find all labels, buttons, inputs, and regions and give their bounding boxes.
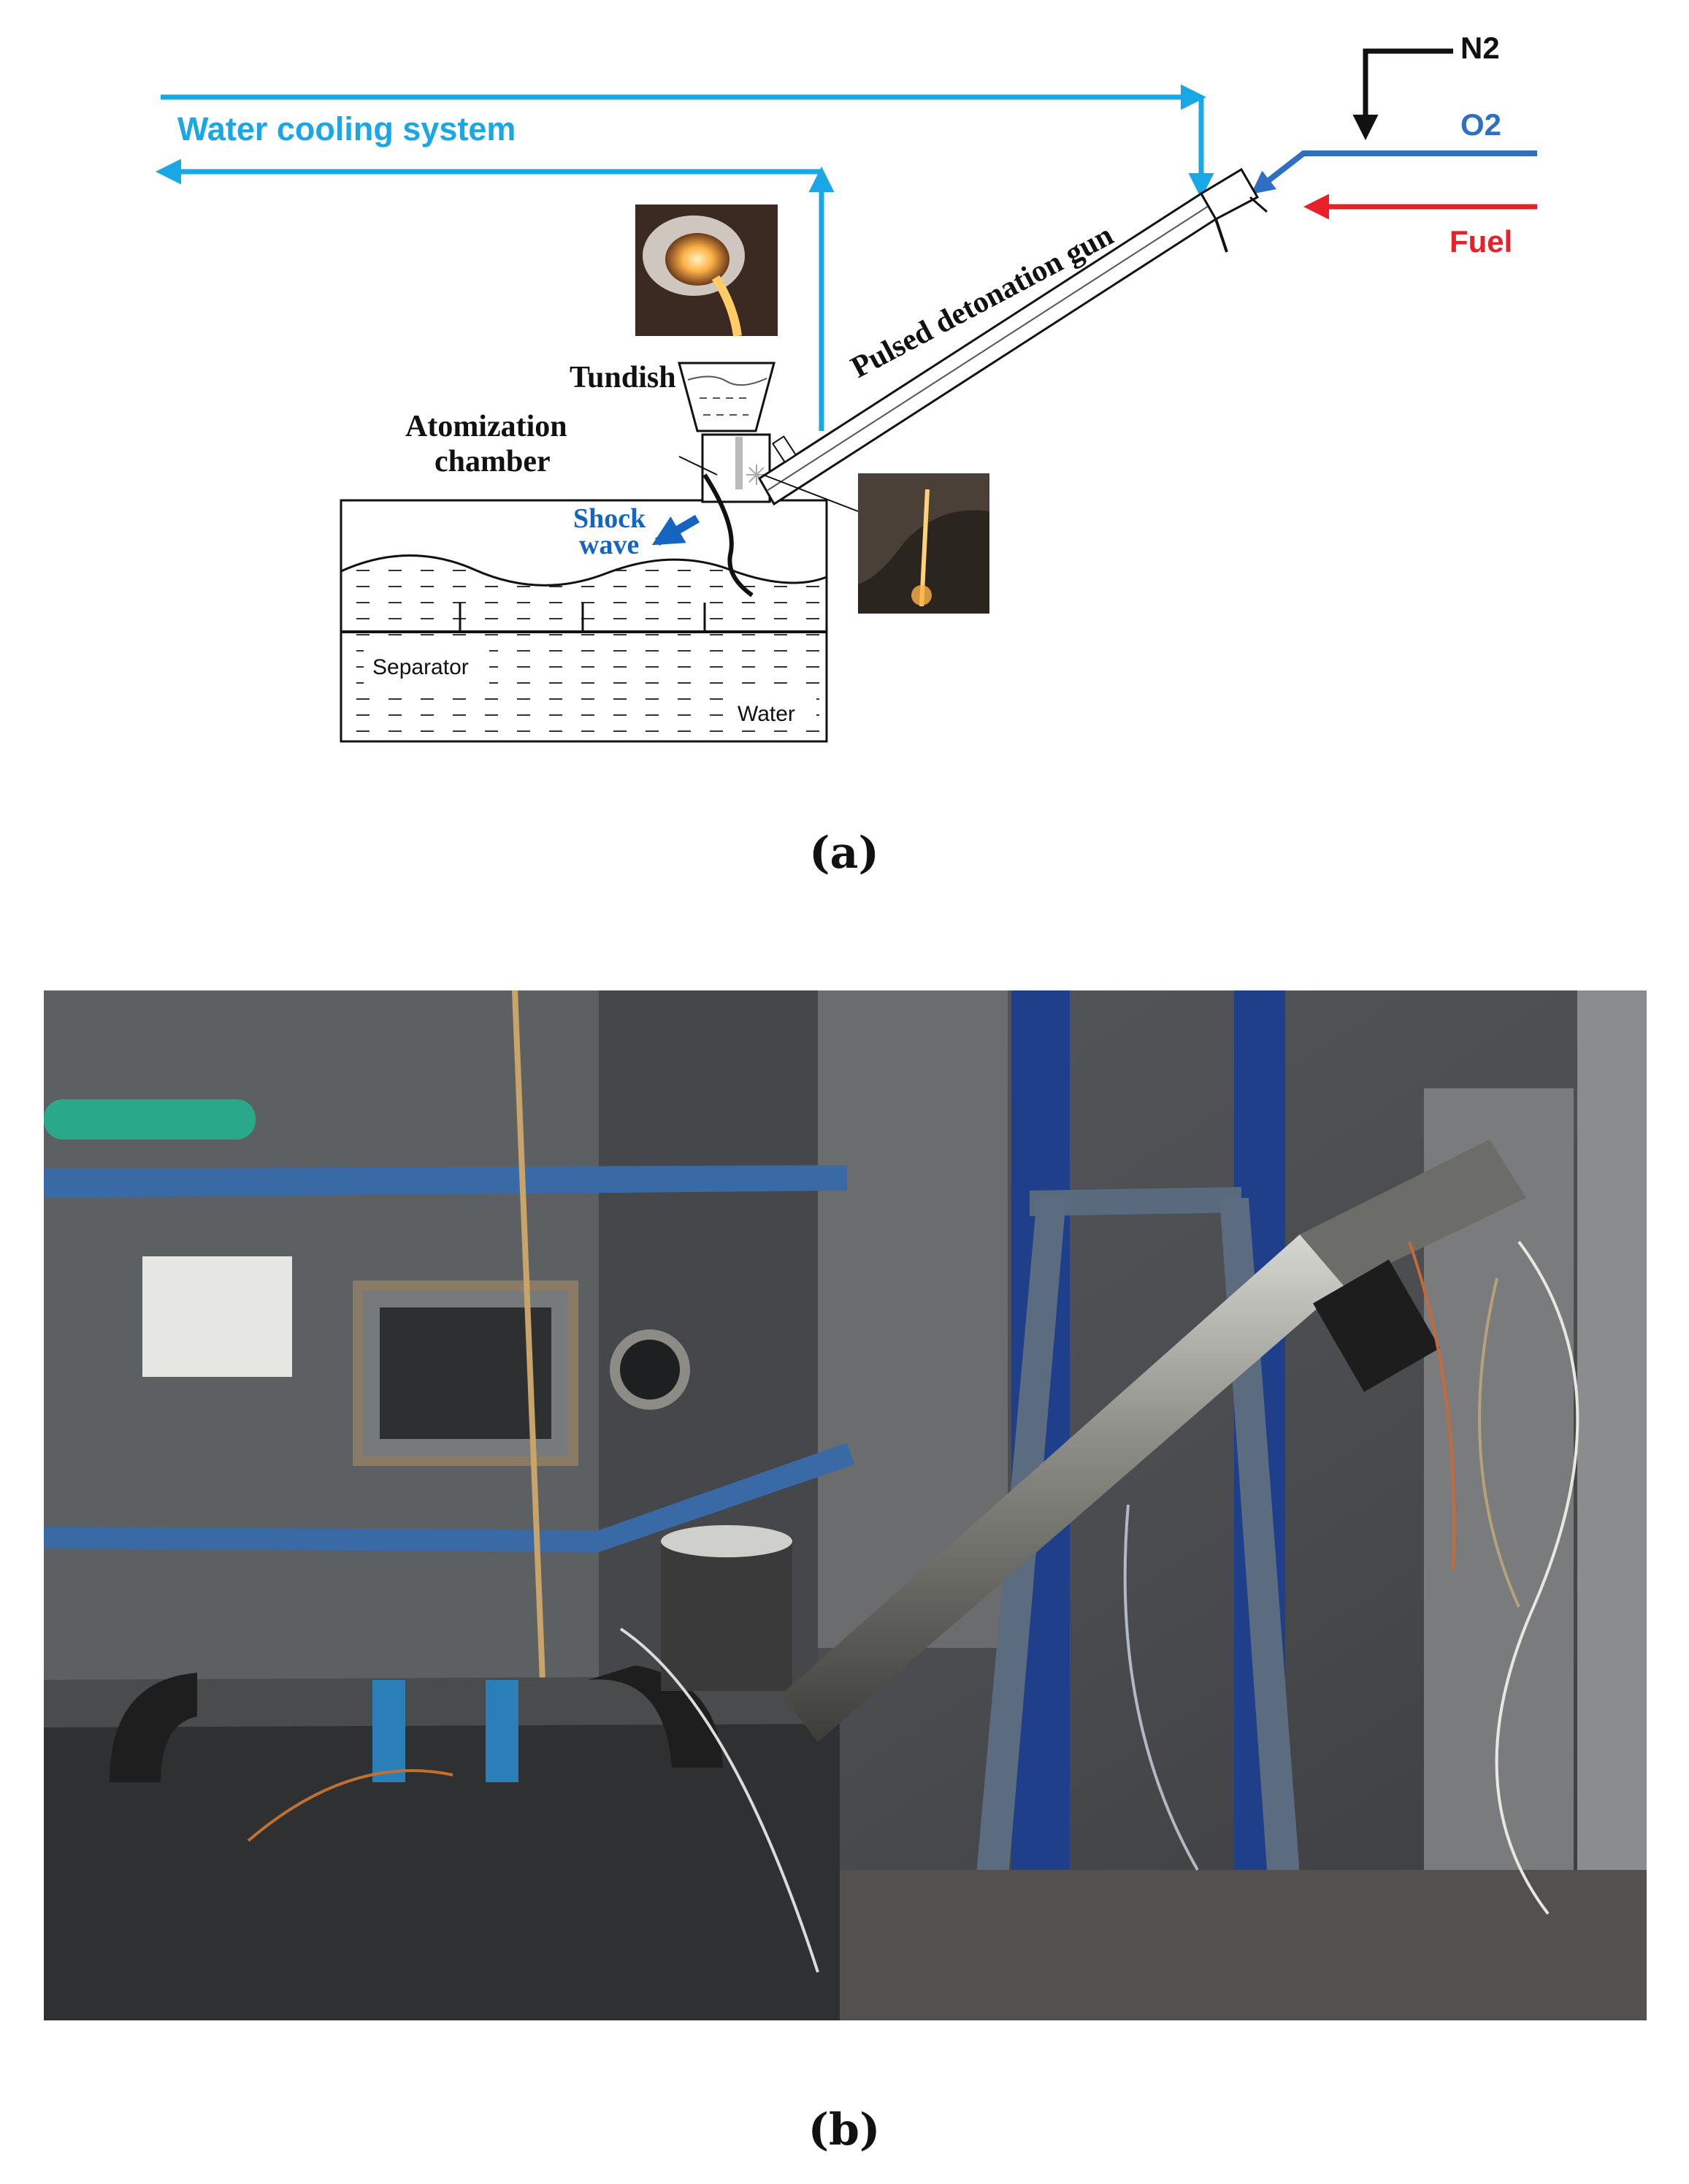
shock-wave-arrow: [651, 514, 700, 546]
detonation-gun: [757, 167, 1268, 506]
schematic-diagram: [156, 48, 1537, 743]
separator-label: Separator: [372, 655, 469, 679]
molten-pour-photo: [635, 205, 778, 337]
panel-a-label: (a): [809, 828, 879, 879]
tundish-label: Tundish: [570, 361, 676, 394]
o2-line: [1250, 150, 1537, 194]
shock-label-line1: Shock: [573, 503, 646, 534]
water-cooling-lines: [156, 84, 1214, 431]
atomization-chamber: [678, 433, 771, 597]
tundish: [678, 362, 775, 432]
water-label: Water: [738, 702, 795, 726]
atomization-label-line1: Atomization: [405, 410, 567, 443]
inset-pointer: [762, 474, 859, 512]
panel-b-label: (b): [808, 2104, 881, 2156]
water-tank: [340, 499, 828, 743]
n2-label: N2: [1460, 31, 1500, 65]
o2-label: O2: [1460, 107, 1501, 142]
n2-line: [1352, 48, 1453, 140]
atomization-label-line2: chamber: [434, 445, 551, 478]
water-cooling-label: Water cooling system: [177, 110, 516, 148]
shock-label-line2: wave: [579, 530, 639, 560]
fuel-label: Fuel: [1449, 224, 1512, 259]
atomization-photo: [858, 473, 989, 614]
apparatus-photo: [44, 990, 1647, 2020]
